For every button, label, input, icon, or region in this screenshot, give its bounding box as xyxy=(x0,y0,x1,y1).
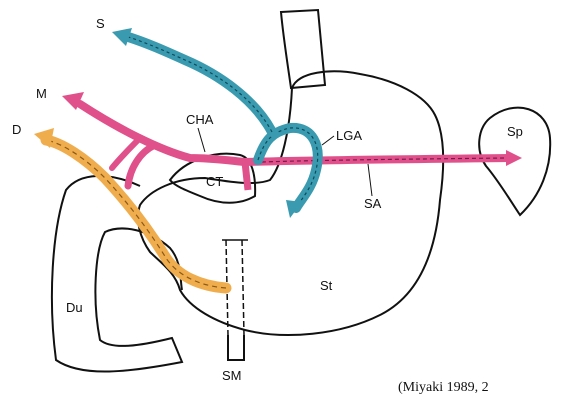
label-lga: LGA xyxy=(336,128,362,143)
label-du: Du xyxy=(66,300,83,315)
duodenum-outline xyxy=(52,176,182,372)
label-sm: SM xyxy=(222,368,242,383)
label-d: D xyxy=(12,122,21,137)
label-sp: Sp xyxy=(507,124,523,139)
s-arrowhead xyxy=(112,28,132,46)
label-ct: CT xyxy=(206,174,223,189)
cha-leader xyxy=(198,128,205,152)
label-s: S xyxy=(96,16,105,31)
lga-leader xyxy=(322,136,334,145)
sp-arrowhead xyxy=(506,150,522,166)
sm-vessel xyxy=(222,240,248,360)
sa-leader xyxy=(368,164,372,196)
label-m: M xyxy=(36,86,47,101)
label-st: St xyxy=(320,278,333,293)
label-cha: CHA xyxy=(186,112,214,127)
label-sa: SA xyxy=(364,196,382,211)
pink-vessels xyxy=(80,104,510,190)
citation: (Miyaki 1989, 2 xyxy=(398,380,562,396)
